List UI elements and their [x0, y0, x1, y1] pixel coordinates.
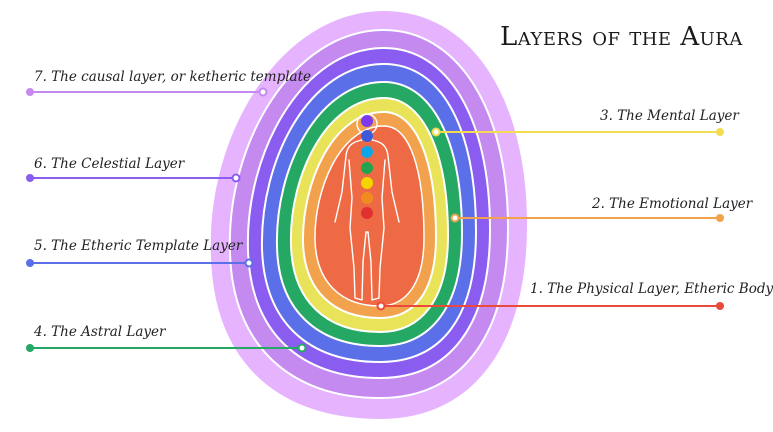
label-mental-layer: 3. The Mental Layer	[600, 108, 739, 124]
leader-lines	[26, 87, 724, 353]
label-physical-layer: 1. The Physical Layer, Etheric Body	[530, 281, 773, 297]
leader-celestial	[26, 173, 241, 183]
chakra-crown	[361, 115, 373, 127]
label-causal-layer: 7. The causal layer, or ketheric templat…	[34, 69, 311, 85]
leader-physical	[376, 301, 724, 311]
chakra-throat	[361, 146, 373, 158]
label-astral-layer: 4. The Astral Layer	[34, 324, 166, 340]
label-etheric-template-layer: 5. The Etheric Template Layer	[34, 238, 243, 254]
leader-causal	[26, 87, 268, 97]
label-emotional-layer: 2. The Emotional Layer	[592, 196, 753, 212]
label-celestial-layer: 6. The Celestial Layer	[34, 156, 185, 172]
chakra-heart	[361, 162, 373, 174]
chakra-sacral	[361, 192, 373, 204]
chakra-root	[361, 207, 373, 219]
human-figure	[334, 113, 400, 301]
leader-emotional	[450, 213, 724, 223]
figure-body	[334, 133, 400, 301]
leader-etheric-template	[26, 258, 254, 268]
chakras	[361, 115, 373, 219]
chakra-solar-plexus	[361, 177, 373, 189]
leader-astral	[26, 343, 307, 353]
diagram-title: Layers of the Aura	[500, 22, 743, 52]
chakra-third-eye	[361, 130, 373, 142]
leader-mental	[431, 127, 724, 137]
